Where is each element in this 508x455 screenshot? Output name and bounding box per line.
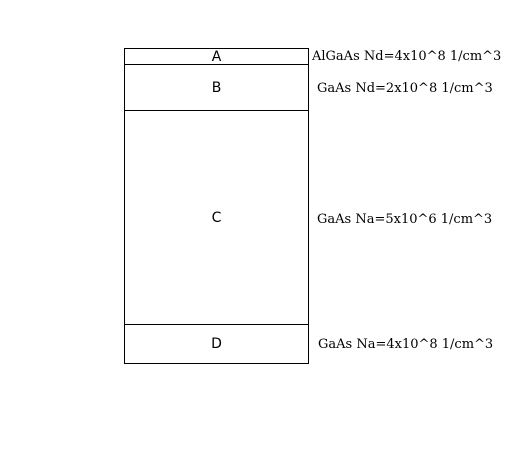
layer-a-label: A (211, 48, 222, 65)
layer-a-annotation: AlGaAs Nd=4x10^8 1/cm^3 (312, 49, 502, 64)
layer-d-label: D (211, 336, 222, 352)
layer-d-box: D (124, 324, 309, 364)
layer-c-label: C (211, 209, 222, 226)
layer-b-label: B (211, 79, 222, 96)
layer-c-box: C (124, 110, 309, 325)
layer-a-box: A (124, 48, 309, 65)
layer-d-annotation: GaAs Na=4x10^8 1/cm^3 (318, 337, 494, 352)
layer-b-annotation: GaAs Nd=2x10^8 1/cm^3 (317, 81, 493, 96)
layer-c-annotation: GaAs Na=5x10^6 1/cm^3 (317, 212, 493, 227)
layer-b-box: B (124, 64, 309, 111)
